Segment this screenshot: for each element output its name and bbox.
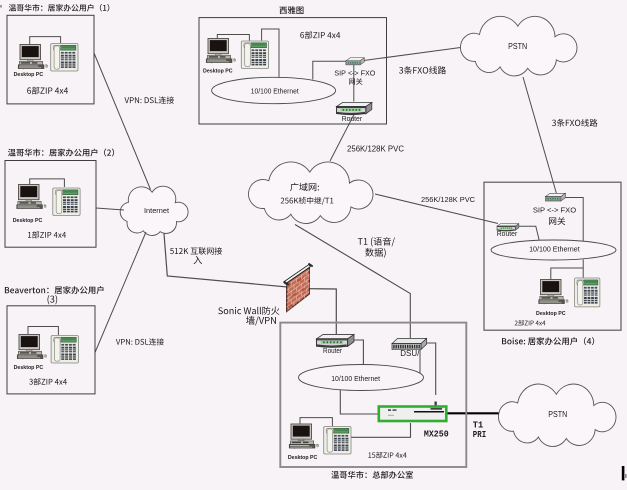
svg-text:10/100 Ethernet: 10/100 Ethernet: [331, 374, 380, 383]
svg-text:10/100 Ethernet: 10/100 Ethernet: [529, 245, 580, 254]
svg-text:Desktop PC: Desktop PC: [203, 69, 233, 75]
svg-text:MX250: MX250: [424, 428, 449, 439]
svg-text:Desktop PC: Desktop PC: [14, 365, 44, 371]
svg-text:T1: T1: [473, 419, 484, 430]
svg-text:Router: Router: [342, 115, 363, 123]
svg-text:Router: Router: [323, 347, 343, 355]
svg-text:DSU/: DSU/: [400, 349, 420, 358]
svg-text:SIP <-> FXO: SIP <-> FXO: [334, 68, 375, 77]
svg-text:SIP <-> FXO: SIP <-> FXO: [533, 206, 576, 215]
svg-text:256K/128K PVC: 256K/128K PVC: [421, 195, 475, 204]
svg-text:Desktop PC: Desktop PC: [13, 218, 43, 224]
svg-text:PRI: PRI: [473, 429, 486, 440]
svg-text:PSTN: PSTN: [508, 42, 527, 51]
svg-text:Desktop PC: Desktop PC: [536, 311, 566, 317]
svg-text:10/100 Ethernet: 10/100 Ethernet: [251, 86, 299, 95]
svg-text:PSTN: PSTN: [548, 410, 567, 419]
svg-text:Internet: Internet: [144, 206, 169, 215]
svg-text:256K/128K PVC: 256K/128K PVC: [347, 145, 404, 154]
svg-text:Router: Router: [497, 230, 518, 238]
svg-text:Desktop PC: Desktop PC: [288, 455, 318, 461]
svg-text:Desktop PC: Desktop PC: [14, 72, 44, 78]
